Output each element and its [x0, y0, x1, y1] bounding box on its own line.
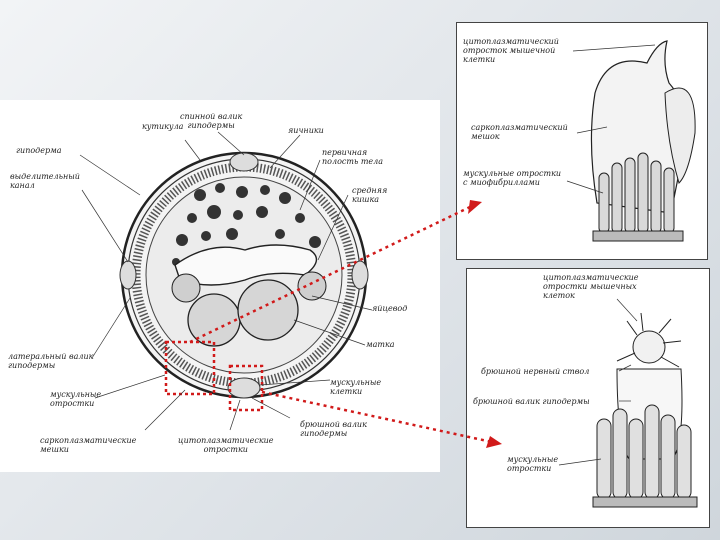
label-cuticle: кутикула: [142, 122, 184, 131]
label-oviduct: яйцевод: [372, 304, 408, 313]
bottom-base: [592, 496, 698, 508]
label-primary-cavity: первичная полость тела: [322, 148, 384, 166]
label-cytoplasmic-processes-muscle: цитоплазматические отростки мышечных кле…: [543, 273, 639, 300]
label-muscle-processes-myofibrils: мускульные отростки с миофибриллами: [463, 169, 562, 187]
lateral-ridge-right: [351, 260, 369, 290]
label-lateral-ridge: латеральный валик гиподермы: [8, 352, 94, 370]
ventral-ridge: [227, 377, 261, 399]
sac-lobe: [664, 87, 696, 184]
label-ventral-ridge-hypodermis: брюшной валик гиподермы: [473, 397, 590, 406]
label-muscle-cells: мускульные клетки: [330, 378, 382, 396]
label-dorsal-ridge: спинной валик гиподермы: [180, 112, 243, 130]
nerve-trunk: [632, 330, 666, 364]
label-hypodermis: гиподерма: [16, 146, 62, 155]
top-leader-lines: [566, 44, 656, 194]
oviduct-left: [171, 273, 201, 303]
highlight-box-ventral-ridge: [228, 364, 264, 412]
muscle-processes-fingers: [596, 404, 692, 500]
ventral-ridge-drawing: [558, 298, 698, 508]
label-muscle-processes: мускульные отростки: [50, 390, 102, 408]
cross-section-panel: спинной валик гиподермы кутикула яичники…: [0, 100, 440, 472]
lateral-ridge-left: [119, 260, 137, 290]
label-sarcoplasmic-sac: саркоплазматический мешок: [471, 123, 568, 141]
label-uterus: матка: [366, 340, 395, 349]
label-cytoplasmic-processes: цитоплазматические отростки: [178, 436, 274, 454]
cytoplasmic-processes-lines: [616, 312, 682, 368]
muscle-cell-drawing: [566, 40, 696, 242]
label-cytoplasmic-process: цитоплазматический отросток мышечной кле…: [463, 37, 559, 64]
label-ovaries: яичники: [288, 126, 324, 135]
ventral-ridge-detail-panel: цитоплазматические отростки мышечных кле…: [466, 268, 710, 528]
uterus-left: [187, 293, 241, 347]
uterus-right: [237, 279, 299, 341]
muscle-cell-detail-panel: цитоплазматический отросток мышечной кле…: [456, 22, 708, 260]
dorsal-ridge: [229, 152, 259, 172]
hypodermis-base: [592, 230, 684, 242]
myofibril-processes: [598, 152, 675, 234]
bottom-leader-lines: [558, 298, 638, 466]
oviduct-right: [297, 271, 327, 301]
label-muscle-processes-bottom: мускульные отростки: [507, 455, 559, 473]
label-ventral-ridge: брюшной валик гиподермы: [300, 420, 367, 438]
label-midgut: средняя кишка: [352, 186, 388, 204]
label-excretory-canal: выделительный канал: [10, 172, 80, 190]
label-sarcoplasmic-sacs: саркоплазматические мешки: [40, 436, 137, 454]
label-ventral-nerve-trunk: брюшной нервный ствол: [481, 367, 590, 376]
